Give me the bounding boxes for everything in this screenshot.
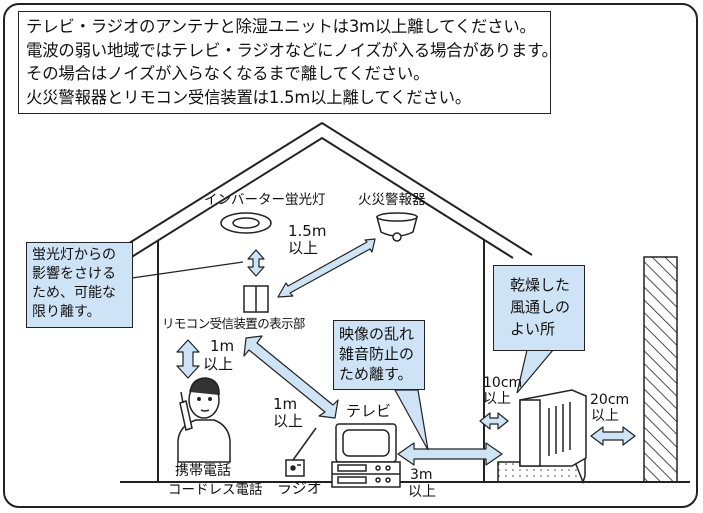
distance-above-label: 以上 <box>288 239 319 257</box>
callout-line: 風通しの <box>510 298 571 316</box>
distance-above-label: 以上 <box>203 355 234 373</box>
distance-above-label: 以上 <box>483 391 511 407</box>
radio-label: ラジオ <box>277 479 322 497</box>
callout-line: 影響をさける <box>32 266 116 282</box>
dehumidifier-unit-icon <box>497 389 587 485</box>
inverter-light-label: インバーター蛍光灯 <box>204 192 326 208</box>
fire-alarm-label: 火災警報器 <box>358 192 426 208</box>
place-pointer <box>516 349 555 394</box>
callout-line: 蛍光灯からの <box>32 247 116 263</box>
radio-icon <box>285 427 317 477</box>
distance-above-label: 以上 <box>591 408 619 424</box>
distance-1-5m-label: 1.5m <box>288 222 327 240</box>
note-line: その場合はノイズが入らなくなるまで離してください。 <box>26 64 430 83</box>
note-line: 火災警報器とリモコン受信装置は1.5m以上離してください。 <box>26 87 472 107</box>
recommended-place-callout: 乾燥した 風通しの よい所 <box>493 265 585 351</box>
figure-frame <box>3 3 698 508</box>
light-interference-callout: 蛍光灯からの 影響をさける ため、可能な 限り離す。 <box>26 242 133 328</box>
note-line: 電波の弱い地域ではテレビ・ラジオなどにノイズが入る場合があります。 <box>26 40 558 60</box>
callout-line: よい所 <box>510 320 556 338</box>
distance-above-label: 以上 <box>408 484 436 500</box>
outer-wall <box>643 256 678 483</box>
callout-line: 限り離す。 <box>32 304 101 320</box>
caution-note-box: テレビ・ラジオのアンテナと除湿ユニットは3m以上離してください。 電波の弱い地域… <box>18 11 558 114</box>
callout-line: 雑音防止の <box>339 345 415 363</box>
tv-set-icon <box>331 423 401 488</box>
cordless-phone-label: コードレス電話 <box>168 482 263 498</box>
callout-line: 映像の乱れ <box>339 325 415 343</box>
ceiling-light-icon <box>220 212 272 234</box>
interference-pointer <box>393 389 429 451</box>
mobile-phone-label: 携帯電話 <box>175 463 231 479</box>
person-phone-icon <box>177 377 231 463</box>
distance-10cm-label: 10cm <box>483 375 523 391</box>
interference-callout: 映像の乱れ 雑音防止の ため離す。 <box>333 320 425 390</box>
tv-label: テレビ <box>346 402 392 420</box>
distance-arrows <box>176 238 636 466</box>
distance-20cm-label: 20cm <box>590 392 630 408</box>
callout-pointers <box>131 261 244 279</box>
callout-line: ため離す。 <box>339 365 413 383</box>
house-outline <box>109 121 533 482</box>
distance-above-label: 以上 <box>273 412 304 430</box>
remote-display-label: リモコン受信装置の表示部 <box>162 316 305 331</box>
note-line: テレビ・ラジオのアンテナと除湿ユニットは3m以上離してください。 <box>26 17 536 36</box>
distance-1m-label: 1m <box>273 395 298 413</box>
callout-line: ため、可能な <box>32 285 116 301</box>
distance-3m-label: 3m <box>410 467 433 483</box>
fire-alarm-icon <box>376 212 418 242</box>
remote-receiver-icon <box>243 285 269 313</box>
distance-1m-label: 1m <box>210 337 235 355</box>
callout-line: 乾燥した <box>510 276 571 294</box>
